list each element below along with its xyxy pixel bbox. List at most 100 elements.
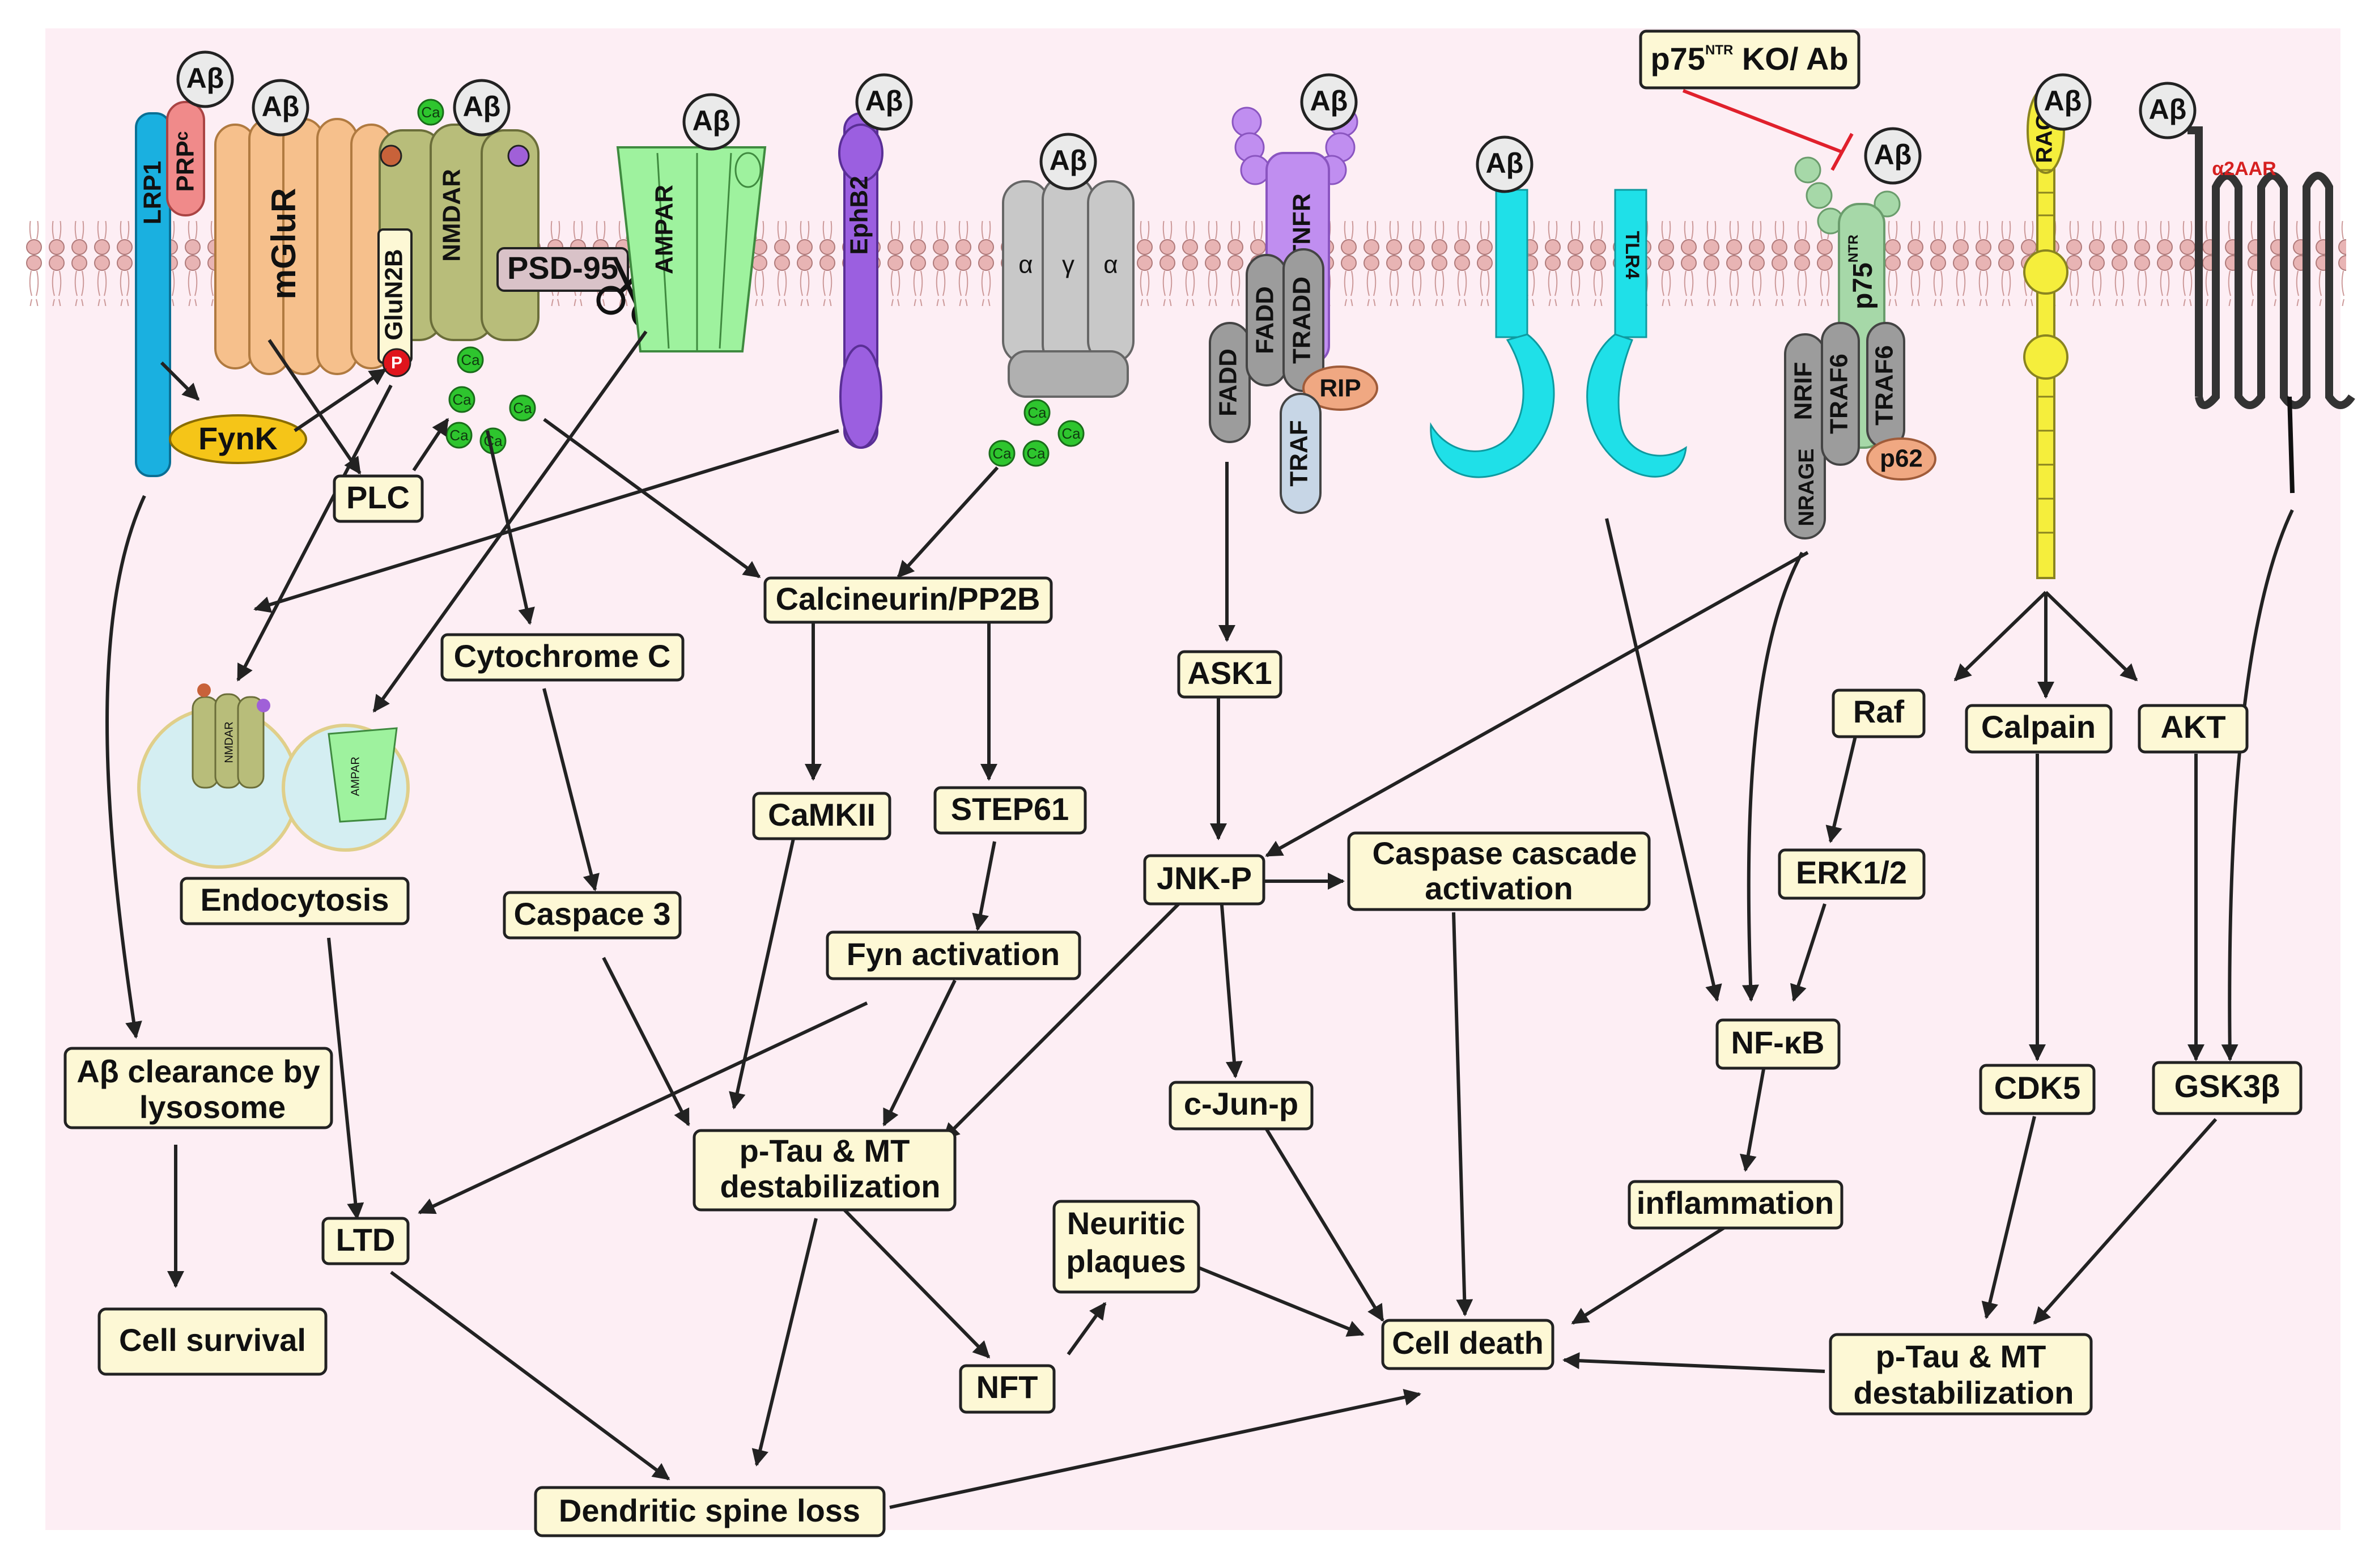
svg-text:Ca: Ca	[461, 351, 480, 368]
ca-ion: Ca	[1022, 440, 1050, 467]
svg-text:Caspase cascade: Caspase cascade	[1372, 835, 1637, 871]
nrif-label: NRIF	[1790, 362, 1817, 420]
abeta-mglur: Aβ	[252, 79, 309, 137]
node-akt: AKT	[2138, 704, 2249, 754]
svg-text:Aβ: Aβ	[186, 62, 224, 94]
mglur-label: mGluR	[265, 188, 303, 300]
endocytosed-nmdar: NMDAR	[192, 683, 270, 789]
ca-ion: Ca	[988, 440, 1016, 467]
svg-text:NFT: NFT	[976, 1369, 1038, 1405]
traf6-label-1: TRAF6	[1825, 354, 1853, 434]
svg-text:destabilization: destabilization	[1854, 1375, 2074, 1410]
ca-ion: Ca	[457, 346, 484, 373]
ca-ion: Ca	[509, 394, 536, 422]
abeta-lrp1: Aβ	[176, 50, 234, 108]
node-jnk-p: JNK-P	[1143, 854, 1265, 906]
fadd-adaptors: FADD FADD TRADD RIP TRAF	[1209, 248, 1378, 514]
ampar-label: AMPAR	[651, 185, 678, 274]
ca-ion: Ca	[1023, 399, 1051, 426]
svg-text:LTD: LTD	[336, 1222, 396, 1257]
abeta-ampar: Aβ	[682, 93, 740, 151]
svg-text:Ca: Ca	[1026, 445, 1046, 462]
nmdar-label: NMDAR	[438, 169, 466, 262]
svg-text:Aβ: Aβ	[1310, 85, 1348, 117]
node-cdk5: CDK5	[1979, 1064, 2096, 1115]
svg-text:Ca: Ca	[992, 445, 1012, 462]
inhibitor-sup: NTR	[1705, 43, 1733, 58]
abeta-a2aar: Aβ	[2139, 82, 2197, 139]
endo-nmdar-label: NMDAR	[223, 721, 235, 763]
p75-adaptors: NRIF NRAGE TRAF6 TRAF6 p62	[1784, 322, 1936, 539]
abeta-nmdar: Aβ	[453, 79, 511, 137]
ephb2-label: EphB2	[846, 176, 873, 254]
pathway-arrows	[105, 330, 2294, 1509]
calcium-ions: Ca Ca Ca Ca Ca Ca Ca Ca Ca Ca	[417, 99, 1085, 467]
abeta-ephb2: Aβ	[855, 73, 913, 131]
abeta-rage: Aβ	[2034, 73, 2092, 131]
endo-ampar-label: AMPAR	[349, 757, 362, 796]
tlr4-receptor: TLR4	[1430, 189, 1687, 478]
abeta-p75: Aβ	[1864, 127, 1922, 185]
svg-text:plaques: plaques	[1066, 1243, 1186, 1279]
svg-text:Ca: Ca	[1061, 425, 1081, 442]
inhibition-line	[1682, 89, 1854, 171]
node-endocytosis: Endocytosis	[180, 877, 410, 925]
svg-text:Aβ clearance by: Aβ clearance by	[77, 1053, 320, 1089]
svg-text:Ca: Ca	[449, 427, 469, 444]
svg-text:Neuritic: Neuritic	[1067, 1205, 1186, 1241]
glun2b-label: GluN2B	[380, 249, 408, 340]
svg-text:c-Jun-p: c-Jun-p	[1184, 1086, 1298, 1121]
node-cell-survival: Cell survival	[97, 1307, 328, 1376]
svg-text:Aβ: Aβ	[262, 91, 300, 122]
ca-ion: Ca	[445, 422, 473, 449]
gamma-label: γ	[1062, 251, 1074, 279]
p75-label-main: p75	[1848, 262, 1878, 309]
svg-text:Ca: Ca	[483, 432, 503, 449]
ampar-receptor: AMPAR	[616, 146, 767, 352]
svg-text:JNK-P: JNK-P	[1157, 860, 1252, 896]
ephb2-receptor: EphB2	[838, 112, 883, 449]
svg-text:Calcineurin/PP2B: Calcineurin/PP2B	[776, 581, 1040, 617]
svg-text:NF-κB: NF-κB	[1731, 1025, 1825, 1060]
svg-text:Aβ: Aβ	[463, 91, 501, 122]
svg-text:CDK5: CDK5	[1994, 1070, 2080, 1106]
svg-text:ASK1: ASK1	[1187, 655, 1272, 691]
ca-ion: Ca	[448, 386, 475, 413]
svg-text:Aβ: Aβ	[2149, 94, 2187, 125]
svg-text:inflammation: inflammation	[1637, 1185, 1834, 1221]
node-step61: STEP61	[933, 786, 1087, 835]
svg-text:p-Tau & MT: p-Tau & MT	[740, 1133, 910, 1168]
node-gsk3b: GSK3β	[2152, 1061, 2303, 1115]
psd95: PSD-95	[496, 247, 629, 292]
svg-text:Ca: Ca	[1027, 404, 1047, 421]
svg-text:lysosome: lysosome	[139, 1089, 286, 1125]
svg-text:p-Tau & MT: p-Tau & MT	[1876, 1338, 2046, 1374]
fadd-label-2: FADD	[1251, 286, 1279, 354]
svg-text:Aβ: Aβ	[693, 105, 730, 137]
node-dendritic-spine-loss: Dendritic spine loss	[534, 1486, 886, 1537]
alpha-left-label: α	[1018, 251, 1033, 279]
svg-text:Ca: Ca	[421, 104, 440, 121]
abeta-tlr4: Aβ	[1476, 135, 1534, 193]
node-calcineurin: Calcineurin/PP2B	[763, 576, 1053, 624]
node-fyn-activation: Fyn activation	[826, 930, 1081, 980]
tradd-label: TRADD	[1288, 277, 1316, 364]
svg-text:PLC: PLC	[346, 479, 410, 515]
svg-text:Cytochrome C: Cytochrome C	[454, 638, 671, 674]
ca-ion: Ca	[1057, 420, 1085, 447]
a2aar-receptor: α2AAR	[2187, 126, 2355, 494]
endocytosis-vesicles: NMDAR AMPAR	[137, 683, 410, 869]
ca-ion: Ca	[417, 99, 444, 126]
node-cytochrome-c: Cytochrome C	[440, 633, 685, 682]
node-calpain: Calpain	[1965, 704, 2113, 754]
lrp1-receptor: LRP1	[135, 112, 171, 477]
a2aar-label: α2AAR	[2212, 158, 2276, 180]
svg-text:Raf: Raf	[1853, 694, 1905, 729]
node-nft: NFT	[959, 1364, 1056, 1414]
inhibitor-rest: KO/ Ab	[1733, 41, 1848, 77]
